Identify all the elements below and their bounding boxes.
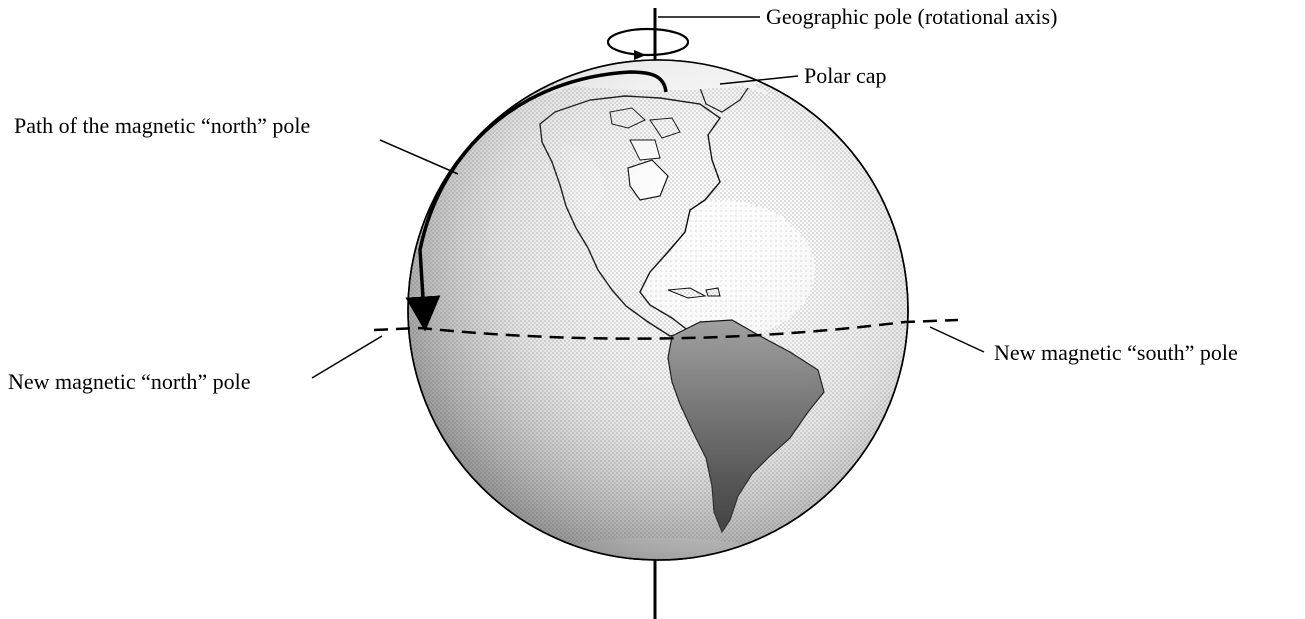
leader-new-south [930, 327, 984, 352]
label-polar-cap: Polar cap [804, 63, 886, 88]
rotation-arrow-ellipse [608, 29, 688, 55]
label-geographic-pole: Geographic pole (rotational axis) [766, 4, 1057, 29]
label-path-north: Path of the magnetic “north” pole [14, 113, 310, 138]
globe [408, 46, 908, 560]
leader-path-north [380, 140, 458, 174]
rotation-arrow-icon [634, 50, 646, 60]
label-new-south: New magnetic “south” pole [994, 340, 1238, 365]
leader-new-north [312, 336, 382, 378]
label-new-north: New magnetic “north” pole [8, 369, 251, 394]
